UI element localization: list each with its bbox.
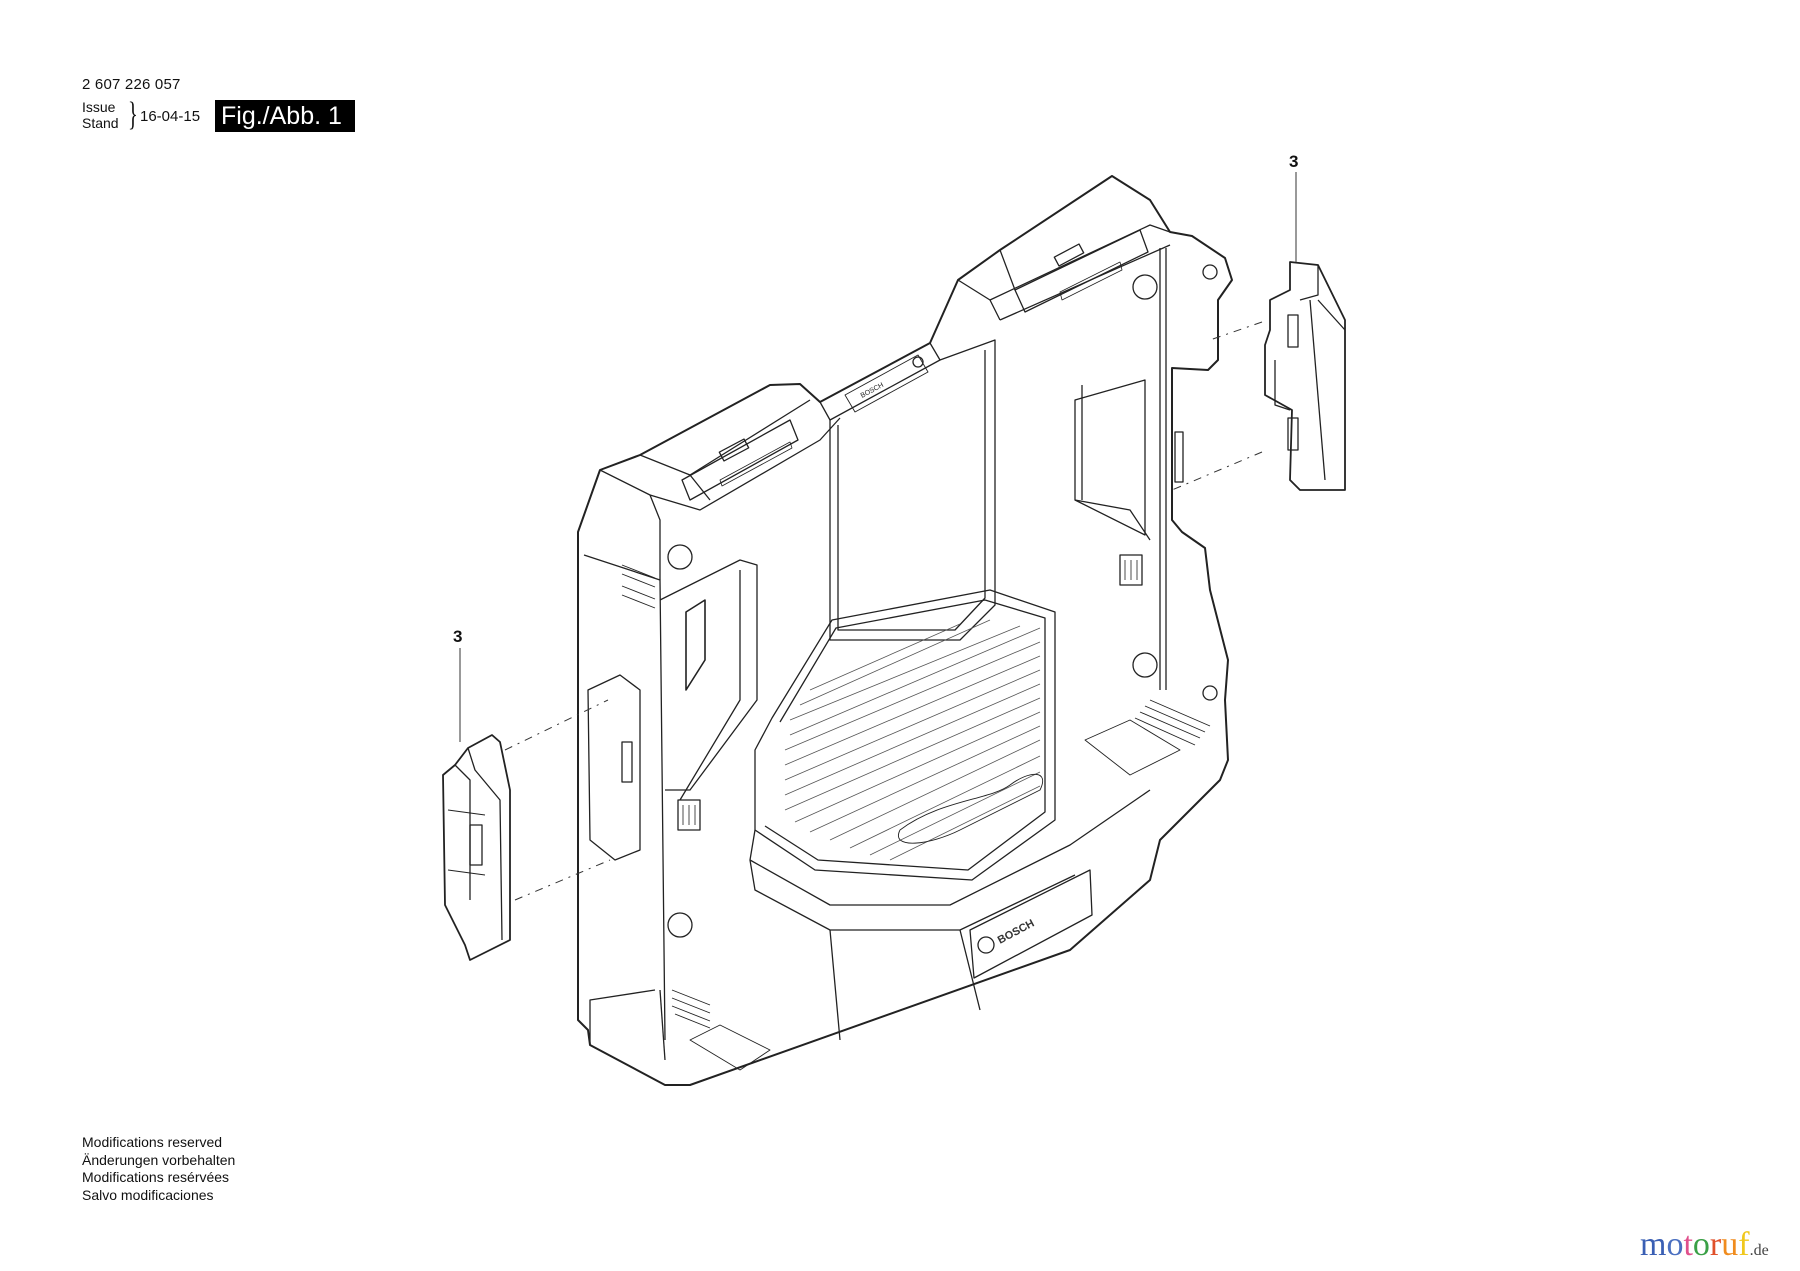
modifications-notice: Modifications reserved Änderungen vorbeh…: [82, 1134, 235, 1204]
notice-es: Salvo modificaciones: [82, 1186, 214, 1203]
logo-letter-r: r: [1709, 1226, 1722, 1263]
issue-label: Issue: [82, 99, 116, 115]
assembly-line-left-lower: [514, 859, 611, 901]
callout-3-left: 3: [453, 627, 463, 646]
bosch-label-front: BOSCH: [996, 917, 1037, 946]
logo-letter-m: m: [1640, 1226, 1667, 1263]
assembly-line-right-lower: [1171, 451, 1263, 491]
logo-letter-f: f: [1738, 1226, 1750, 1263]
logo-letter-t: t: [1683, 1226, 1693, 1263]
main-housing: BOSCH: [577, 175, 1233, 1086]
notice-en: Modifications reserved: [82, 1134, 223, 1150]
part-number: 2 607 226 057: [82, 76, 181, 93]
logo-letter-u: u: [1721, 1226, 1739, 1263]
callout-3-right: 3: [1289, 152, 1299, 171]
right-grip-ridges: [1134, 699, 1211, 746]
motoruf-watermark-logo: motoruf.de: [1640, 1226, 1769, 1264]
notice-de: Änderungen vorbehalten: [82, 1151, 236, 1168]
brace-glyph: }: [128, 96, 138, 133]
notice-fr: Modifications resérvées: [82, 1169, 230, 1185]
stand-label: Stand: [82, 115, 119, 131]
assembly-line-right-upper: [1209, 321, 1263, 341]
tray-ribs: [784, 619, 1041, 861]
issue-date: 16-04-15: [140, 108, 201, 125]
bottom-grip-ridges: [671, 989, 711, 1029]
bracket-left: [442, 734, 511, 961]
figure-label: Fig./Abb. 1: [215, 100, 355, 132]
logo-letter-o2: o: [1692, 1226, 1710, 1263]
assembly-line-left-upper: [504, 699, 609, 751]
bracket-right: [1264, 261, 1346, 491]
logo-letter-o1: o: [1666, 1226, 1684, 1263]
issue-labels: Issue Stand: [82, 99, 119, 131]
logo-tld: .de: [1749, 1242, 1769, 1259]
